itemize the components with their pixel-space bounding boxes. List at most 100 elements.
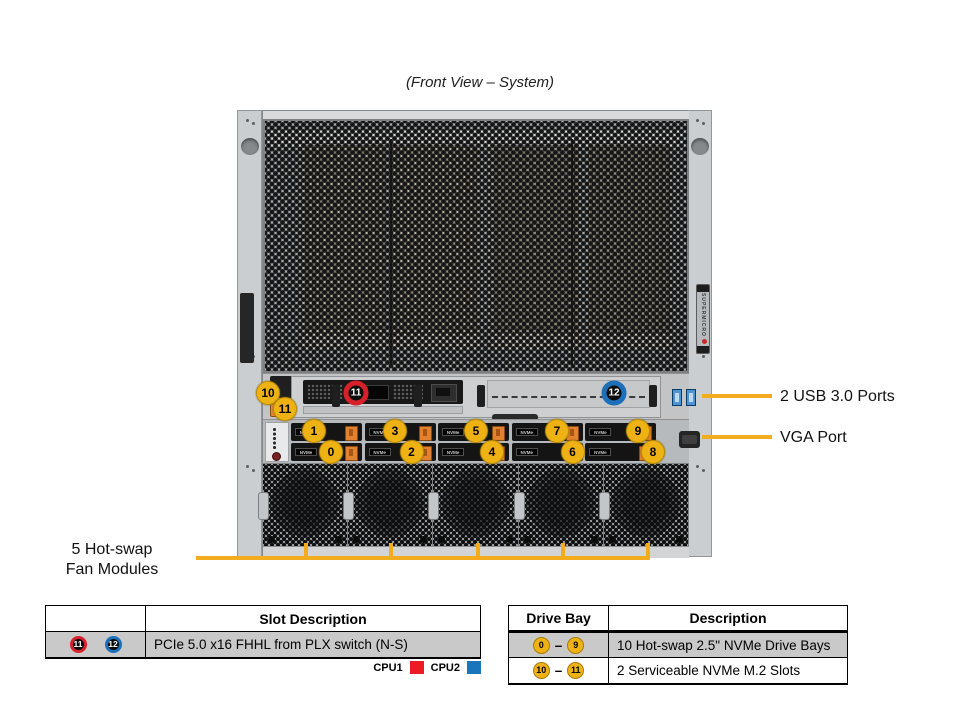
callout-drive-6: 6: [560, 440, 585, 464]
ear-handle-hole: [691, 138, 709, 155]
slot-latch: [477, 385, 485, 407]
fan-module: [258, 464, 349, 547]
legend-swatch-cpu2: [467, 661, 481, 674]
fan-module: [428, 464, 519, 547]
badge-power-led: [701, 339, 707, 344]
slot-12-cpu2-badge: 12: [104, 635, 122, 653]
callout-m2-11: 11: [273, 397, 297, 421]
io-row: 10 11 11 12: [256, 373, 696, 421]
nvme-chip-label: NVMe: [515, 448, 538, 456]
vga-label: VGA Port: [780, 429, 847, 446]
fan-leader-line: [196, 556, 650, 560]
fan-row: [258, 463, 689, 547]
control-panel: [265, 422, 289, 462]
bay-badge-11: 11: [567, 661, 585, 679]
usb-leader-line: [702, 394, 772, 398]
callout-slot-12-cpu2: 12: [601, 380, 627, 406]
range-dash: –: [554, 662, 563, 678]
drive-bay-table: Drive Bay Description 0–9 10 Hot-swap 2.5…: [508, 605, 848, 685]
slot-latch: [332, 385, 340, 407]
ear-screws: [246, 119, 249, 122]
slot-table-empty-header: [45, 605, 146, 632]
callout-drive-9: 9: [626, 419, 650, 443]
ear-screws: [696, 119, 699, 122]
drive-table-row: 10–11 2 Serviceable NVMe M.2 Slots: [508, 657, 848, 684]
legend-label-cpu2: CPU2: [430, 661, 460, 674]
description-header: Description: [608, 605, 848, 633]
slot-latch: [414, 385, 422, 407]
fan-modules-label: 5 Hot-swap Fan Modules: [65, 541, 159, 578]
fan-latch-tab: [598, 492, 610, 520]
drive-bay-row: NVMeNVMeNVMeNVMeNVMeNVMeNVMeNVMeNVMeNVMe…: [263, 419, 700, 464]
callout-drive-3: 3: [383, 419, 407, 443]
slot-latch: [649, 385, 657, 407]
bay-badge-9: 9: [567, 636, 585, 654]
ethernet-port: [431, 384, 457, 402]
fan-latch-tab: [343, 492, 355, 520]
fan-leader-tick: [476, 543, 480, 558]
fan-leader-tick: [561, 543, 565, 558]
fan-leader-tick: [646, 543, 650, 558]
legend-label-cpu1: CPU1: [373, 661, 403, 674]
drive-latch: [492, 425, 506, 441]
callout-drive-7: 7: [545, 419, 569, 443]
rack-ear-right: SUPERMICRO: [687, 110, 712, 557]
rack-ear-left: [237, 110, 262, 557]
callout-drive-1: 1: [302, 419, 326, 443]
ear-handle-bar: [240, 293, 254, 363]
nvme-chip-label: NVMe: [442, 428, 465, 436]
drive-description-cell: 2 Serviceable NVMe M.2 Slots: [608, 657, 848, 684]
nvme-chip-label: NVMe: [589, 428, 612, 436]
cpu-legend: CPU1 CPU2: [45, 661, 481, 674]
usb-port-1: [672, 389, 682, 406]
drive-latch: [345, 445, 358, 461]
slot-11-cpu1-badge: 11: [69, 635, 87, 653]
fan-latch-tab: [428, 492, 440, 520]
drive-latch: [345, 425, 358, 441]
nvme-chip-label: NVMe: [368, 448, 391, 456]
hex-perforation: [265, 121, 687, 371]
fan-latch-tab: [258, 492, 269, 520]
usb-label: 2 USB 3.0 Ports: [780, 388, 895, 405]
fan-latch-tab: [513, 492, 525, 520]
drive-description-cell: 10 Hot-swap 2.5" NVMe Drive Bays: [608, 631, 848, 658]
management-card: [303, 380, 463, 404]
nvme-chip-label: NVMe: [515, 428, 538, 436]
callout-drive-0: 0: [319, 440, 343, 464]
nvme-chip-label: NVMe: [589, 448, 612, 456]
bay-badge-10: 10: [532, 661, 550, 679]
vga-leader-line: [702, 435, 772, 439]
figure-title: (Front View – System): [405, 74, 555, 91]
legend-swatch-cpu1: [409, 661, 424, 674]
callout-drive-4: 4: [480, 440, 504, 464]
callout-drive-5: 5: [464, 419, 488, 443]
bay-badge-0: 0: [532, 636, 550, 654]
callout-slot-11-cpu1: 11: [343, 380, 369, 406]
status-leds: [273, 428, 276, 431]
fan-leader-tick: [389, 543, 393, 558]
slot-table-header: Slot Description: [145, 605, 481, 632]
usb-port-2: [686, 389, 696, 406]
fan-module: [513, 464, 604, 547]
range-dash: –: [554, 637, 563, 653]
drive-bay-header: Drive Bay: [508, 605, 609, 633]
callout-drive-8: 8: [641, 440, 665, 464]
callout-drive-2: 2: [399, 440, 424, 464]
supermicro-badge: SUPERMICRO: [696, 284, 710, 354]
drive-table-row: 0–9 10 Hot-swap 2.5" NVMe Drive Bays: [508, 631, 848, 658]
power-button: [272, 452, 281, 461]
pcie-mesh-panel: [263, 119, 689, 373]
brand-text: SUPERMICRO: [700, 293, 706, 337]
nvme-chip-label: NVMe: [295, 448, 317, 456]
drive-latch: [418, 425, 432, 441]
server-chassis: SUPERMICRO: [237, 110, 712, 558]
usb-3-ports: [672, 389, 696, 406]
vga-port: [679, 431, 700, 448]
ear-handle-hole: [241, 138, 259, 155]
fan-module: [598, 464, 689, 547]
pull-tab: [492, 414, 538, 421]
